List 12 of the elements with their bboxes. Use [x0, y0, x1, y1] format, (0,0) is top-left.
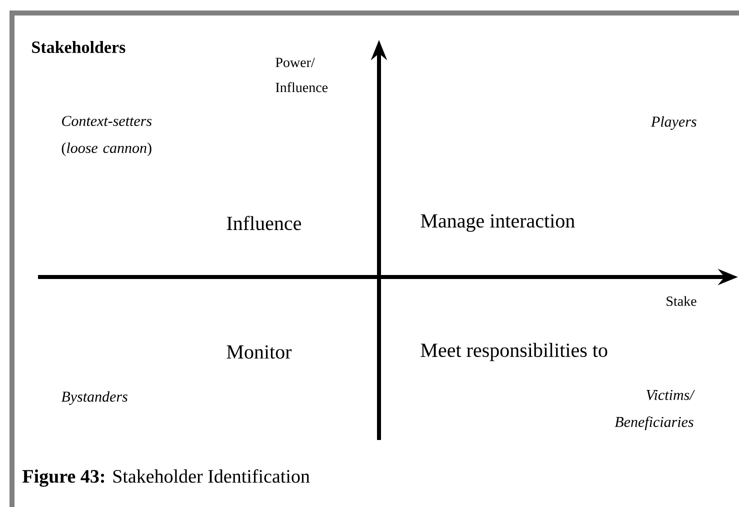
quadrant-label: Manage interaction: [420, 214, 575, 232]
title-text: Stakeholders: [32, 41, 126, 53]
figure-caption: Figure 43: Stakeholder Identification: [22, 469, 310, 487]
axis-label: Stake: [666, 296, 696, 306]
category-label: Context-setters (loose cannon): [62, 116, 152, 156]
quadrant-label: Meet responsibilities to: [420, 342, 608, 362]
axis-label: Power/ Influence: [276, 58, 328, 92]
quadrant-label: Monitor: [226, 345, 292, 359]
category-label: Victims/ Beneficiaries: [614, 390, 695, 430]
category-label: Players: [650, 116, 696, 130]
category-label: Bystanders: [61, 391, 128, 405]
quadrant-label: Influence: [226, 216, 302, 230]
